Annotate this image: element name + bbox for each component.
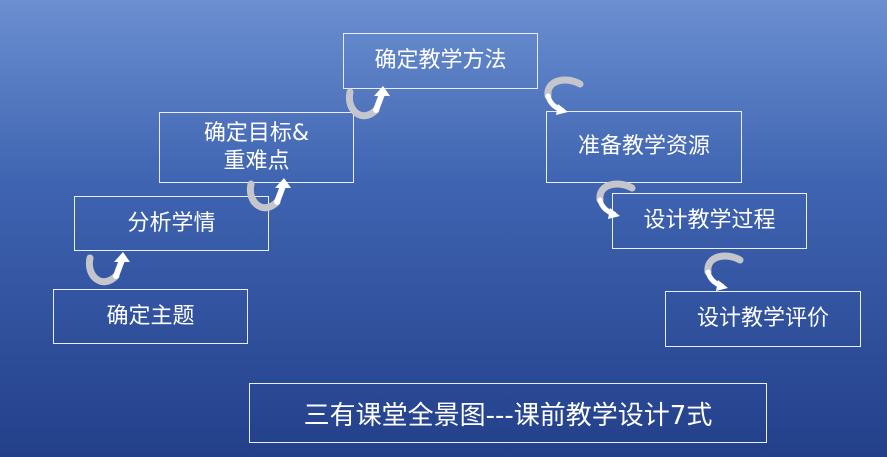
curved-arrow-icon <box>345 86 390 120</box>
step-box-analyze-learners: 分析学情 <box>74 196 269 251</box>
step-label: 设计教学评价 <box>696 306 829 331</box>
diagram-caption: 三有课堂全景图---课前教学设计7式 <box>249 383 767 443</box>
curved-arrow-icon <box>704 252 744 291</box>
step-label: 确定主题 <box>106 303 195 329</box>
step-label: 确定教学方法 <box>374 48 507 73</box>
step-label: 准备教学资源 <box>577 134 710 159</box>
curved-arrow-icon <box>596 180 636 219</box>
caption-text: 三有课堂全景图---课前教学设计7式 <box>303 400 713 431</box>
step-label: 分析学情 <box>127 210 216 236</box>
curved-arrow-icon <box>544 76 584 115</box>
step-box-teaching-methods: 确定教学方法 <box>343 33 538 89</box>
step-box-teaching-evaluation: 设计教学评价 <box>665 291 861 347</box>
curved-arrow-icon <box>85 252 130 286</box>
curved-arrow-icon <box>246 178 291 212</box>
step-box-teaching-resources: 准备教学资源 <box>546 111 742 183</box>
step-label: 设计教学过程 <box>643 208 776 233</box>
step-label: 确定目标& 重难点 <box>203 120 310 174</box>
step-box-determine-topic: 确定主题 <box>53 289 248 344</box>
step-box-teaching-process: 设计教学过程 <box>612 193 807 249</box>
step-box-objectives-keypoints: 确定目标& 重难点 <box>159 112 354 183</box>
